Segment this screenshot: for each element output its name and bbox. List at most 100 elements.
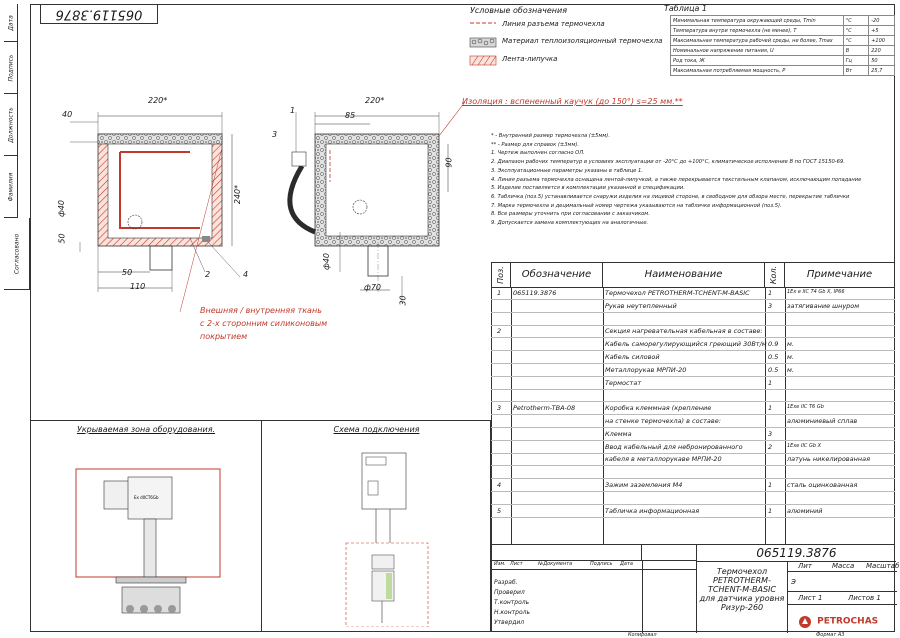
left-dim-width: 220* (148, 96, 168, 105)
note-line: 6. Табличка (поз.5) устанавливается снар… (491, 193, 850, 200)
sidebar-position: Должность (4, 94, 18, 156)
table1-row: Максимальная температура рабочей среды, … (670, 35, 895, 46)
sheet-number: Лист 1 (798, 594, 823, 602)
right-callout-1: 1 (290, 106, 296, 115)
right-dim-side: 90 (444, 157, 454, 168)
table1-cell-value: -20 (868, 15, 895, 26)
table1-title: Таблица 1 (664, 4, 708, 13)
format-label: Формат А3 (816, 632, 845, 638)
spec-cell-name: Термочехол PETROTHERM-TCHENT-M-BASIC (605, 289, 750, 297)
table1-cell-param: Максимальная потребляемая мощность, P (670, 65, 844, 76)
sidebar-surname: Фамилия (4, 156, 18, 218)
spec-row (491, 493, 895, 505)
spec-cell-designation: 065119.3876 (513, 289, 557, 297)
spec-row (491, 390, 895, 403)
lit-label: Лит (798, 562, 812, 570)
spec-header-qty: Кол. (765, 262, 785, 288)
note-line: 3. Эксплуатационные параметры указаны в … (491, 167, 643, 174)
wiring-title: Схема подключения (333, 425, 420, 434)
spec-cell-designation: Petrotherm-TBA-08 (513, 404, 576, 413)
lit-value: Э (791, 578, 796, 586)
legend-title: Условные обозначения (470, 6, 568, 15)
spec-cell-note: алюминий (787, 506, 823, 515)
company-logo: PETROCHAS (798, 611, 878, 630)
insulation-note: Изоляция : вспененный каучук (до 150°) s… (462, 97, 683, 106)
table1-cell-param: Минимальная температура окружающей среды… (670, 15, 844, 26)
spec-cell-qty: 0.5 (768, 365, 779, 374)
spec-cell-note: сталь оцинкованная (787, 481, 858, 489)
table1-cell-param: Номинальное напряжение питания, U (670, 45, 844, 56)
right-dim-dia: ф40 (322, 252, 332, 271)
table1-cell-value: 220 (868, 45, 895, 56)
right-view (287, 112, 449, 302)
svg-text:Ex dIICT6Gb: Ex dIICT6Gb (134, 495, 159, 500)
spec-cell-pos: 1 (497, 289, 502, 297)
sheets-total: Листов 1 (848, 594, 881, 602)
spec-cell-note: м. (787, 340, 794, 349)
spec-cell-note: алюминиевый сплав (787, 417, 858, 425)
table1-row: Минимальная температура окружающей среды… (670, 15, 895, 26)
note-line: ** - Размер для справок (±3мм). (491, 141, 580, 148)
spec-row (491, 314, 895, 326)
wiring-panel: Схема подключения (262, 420, 491, 632)
sidebar-date: Дата (4, 4, 18, 42)
covered-zone-figure: Ex dIICT6Gb (75, 468, 221, 614)
spec-row (491, 467, 895, 480)
note-line: 8. Все размеры уточнить при согласовании… (491, 211, 650, 218)
spec-cell-qty: 1 (768, 481, 773, 489)
table1-cell-unit: °С (842, 15, 870, 26)
spec-cell-pos: 3 (497, 404, 502, 413)
spec-cell-name: Кабель саморегулирующийся греющий 30Вт/м (605, 340, 767, 349)
approval-sidebar: Дата Подпись Должность Фамилия Согласова… (0, 0, 30, 300)
spec-cell-name: кабеля в металлорукаве МРПИ-20 (605, 455, 722, 464)
left-dim-bottom1: 50 (122, 268, 133, 277)
note-line: 1. Чертеж выполнен согласно ОЛ. (491, 150, 585, 157)
inverted-doc-stamp: 065119.3876 (40, 4, 158, 24)
covered-zone-panel: Укрываемая зона оборудования. Ex dIICT6G… (30, 420, 262, 632)
note-line: 9. Допускается замена комплектующих на а… (491, 220, 649, 227)
spec-cell-name: Кабель силовой (605, 353, 660, 361)
table1-cell-param: Род тока, Ж (670, 55, 844, 66)
left-dim-dia: ф40 (57, 199, 67, 218)
scale-label: Масштаб (866, 562, 900, 570)
spec-cell-pos: 4 (497, 481, 502, 489)
table1-cell-value: +100 (868, 35, 895, 46)
sidebar-signature: Подпись (4, 42, 18, 94)
spec-cell-pos: 5 (497, 506, 502, 515)
spec-cell-name: Ввод кабельный для небронированного (605, 442, 743, 451)
table1-cell-unit: Вт (842, 65, 870, 76)
note-line: 5. Изделие поставляется в комплектации у… (491, 185, 685, 192)
spec-cell-pos: 2 (497, 327, 502, 336)
spec-cell-qty: 1 (768, 289, 773, 297)
table1-cell-unit: Гц (842, 55, 870, 66)
left-dim-bottom2: 110 (130, 282, 146, 291)
logo-mark-icon (799, 615, 811, 628)
spec-cell-name: Термостат (605, 378, 642, 387)
right-dim-bottom: 30 (398, 295, 408, 306)
left-callout-4: 4 (243, 270, 249, 279)
table1-cell-value: +5 (868, 25, 895, 36)
spec-row: на стенке термочехла) в составе:алюминие… (491, 416, 895, 428)
legend-item-insulation: Материал теплоизоляционный термочехла (502, 37, 663, 45)
table1-cell-unit: °С (842, 35, 870, 46)
left-dim-side: 50 (57, 233, 67, 244)
copied-label: Копировал (628, 632, 657, 638)
spec-header-pos: Поз. (491, 262, 511, 288)
table1-cell-value: 25,7 (868, 65, 895, 76)
table1-cell-param: Максимальная температура рабочей среды, … (670, 35, 844, 46)
main-drawing (70, 101, 466, 312)
note-line: 2. Диапазон рабочих температур в условия… (491, 159, 845, 166)
wiring-diagram (345, 452, 429, 627)
title-description: Термочехол PETROTHERM-TCHENT-M-BASIC для… (699, 567, 785, 612)
left-dim-top: 40 (62, 110, 73, 119)
spec-cell-qty: 0.5 (768, 353, 779, 361)
